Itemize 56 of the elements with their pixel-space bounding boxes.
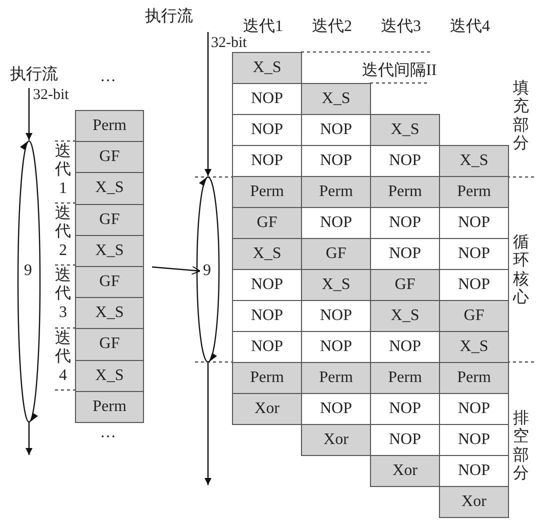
schedule-cell: X_S — [439, 331, 509, 363]
section-label: 循环核心 — [513, 234, 529, 308]
loop-count: 9 — [24, 262, 32, 280]
schedule-cell: Perm — [439, 362, 509, 394]
schedule-cell: X_S — [301, 269, 371, 301]
schedule-cell: X_S — [370, 114, 440, 146]
section-label: 填充部分 — [513, 80, 529, 154]
schedule-cell: Xor — [301, 424, 371, 456]
schedule-cell: Perm — [439, 176, 509, 208]
schedule-cell: GF — [75, 141, 144, 174]
schedule-cell: Perm — [232, 176, 302, 208]
schedule-cell: Perm — [370, 176, 440, 208]
section-label: 排空部分 — [513, 410, 529, 484]
flow-label: 执行流 — [10, 66, 58, 84]
ellipsis: … — [100, 424, 116, 442]
schedule-cell: X_S — [439, 145, 509, 177]
schedule-cell: Xor — [232, 393, 302, 425]
schedule-cell: GF — [370, 269, 440, 301]
column-header: 迭代1 — [243, 18, 283, 36]
schedule-cell: X_S — [75, 234, 144, 267]
column-header: 迭代4 — [450, 18, 490, 36]
iteration-label: 迭代3 — [55, 267, 71, 322]
flow-label: 执行流 — [145, 8, 193, 26]
bit-width-label: 32-bit — [211, 35, 247, 52]
interval-label: 迭代间隔II — [362, 62, 437, 80]
schedule-cell: GF — [75, 266, 144, 298]
schedule-cell: Perm — [370, 362, 440, 394]
schedule-cell: X_S — [75, 360, 144, 392]
schedule-cell: X_S — [232, 52, 302, 84]
schedule-cell: X_S — [232, 238, 302, 270]
schedule-cell: Perm — [232, 362, 302, 394]
iteration-label: 迭代1 — [55, 143, 71, 198]
schedule-cell: GF — [439, 300, 509, 332]
schedule-cell: Perm — [301, 176, 371, 208]
schedule-cell: NOP — [232, 331, 302, 363]
arrow — [152, 266, 200, 275]
column-header: 迭代2 — [312, 18, 352, 36]
bit-width-label: 32-bit — [33, 87, 69, 104]
column-header: 迭代3 — [381, 18, 421, 36]
schedule-cell: GF — [232, 207, 302, 239]
schedule-cell: GF — [301, 238, 371, 270]
schedule-cell: Perm — [301, 362, 371, 394]
schedule-cell: Xor — [439, 486, 509, 518]
schedule-cell: X_S — [370, 300, 440, 332]
ellipsis: … — [100, 68, 116, 86]
schedule-cell: X_S — [301, 83, 371, 115]
schedule-cell: Xor — [370, 455, 440, 487]
loop-count: 9 — [203, 262, 211, 280]
iteration-label: 迭代4 — [55, 330, 71, 386]
schedule-cell: Perm — [75, 390, 144, 423]
iteration-label: 迭代2 — [55, 205, 71, 260]
schedule-cell: Perm — [75, 110, 144, 142]
schedule-cell: X_S — [75, 172, 144, 205]
schedule-cell: GF — [75, 204, 144, 236]
schedule-cell: X_S — [75, 297, 144, 330]
schedule-cell: GF — [75, 328, 144, 361]
